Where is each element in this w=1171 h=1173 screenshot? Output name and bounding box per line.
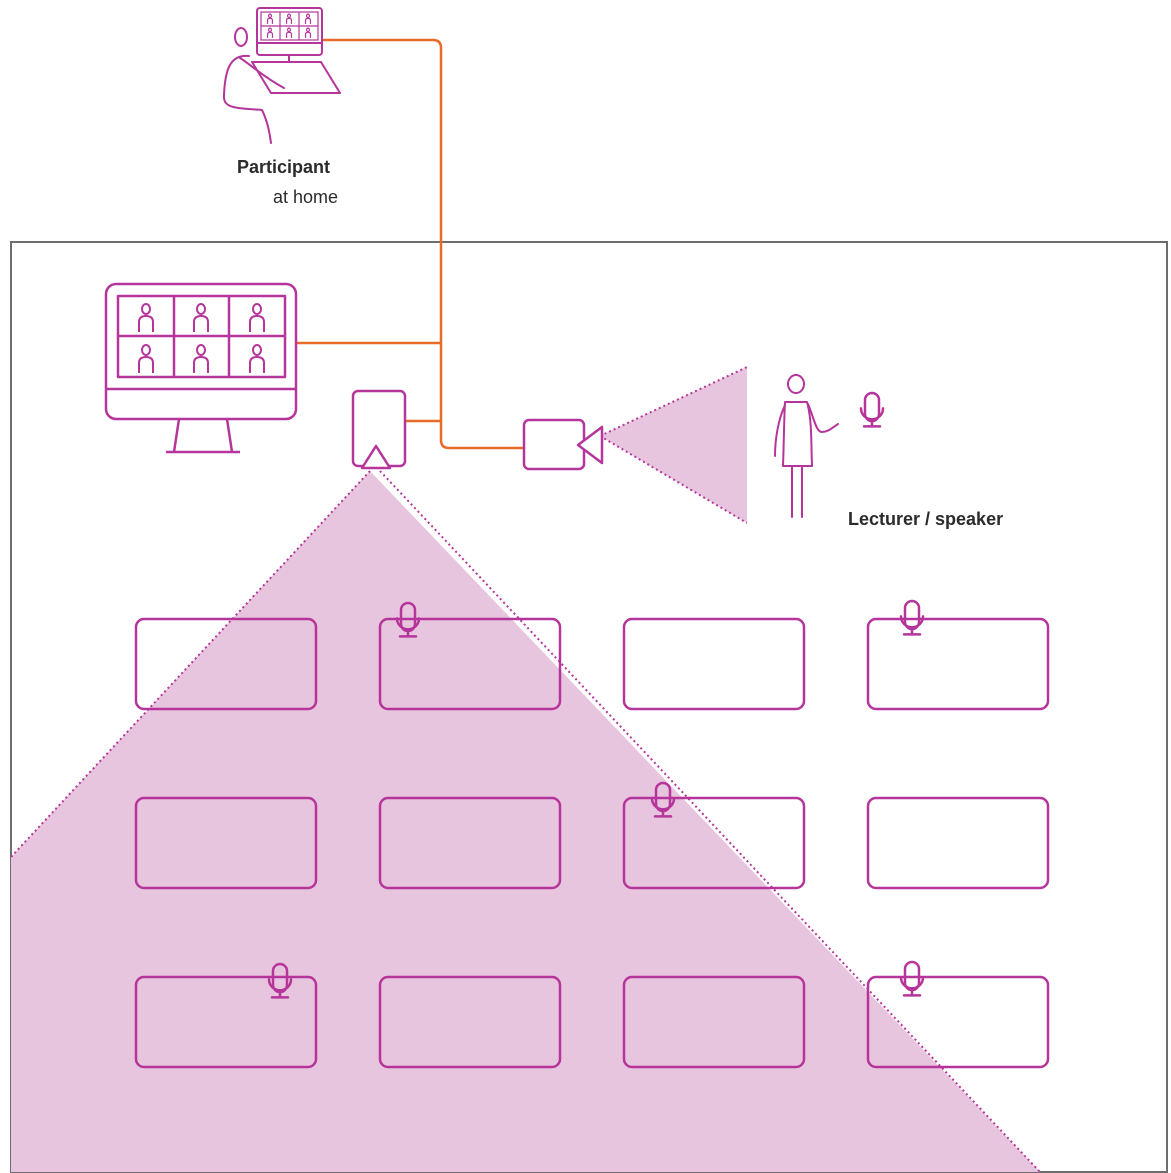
lecturer-head — [787, 374, 805, 394]
lecturer-label: Lecturer / speaker — [848, 509, 1004, 529]
participant-video-tile-icon — [138, 303, 154, 332]
room-camera-lens — [360, 444, 392, 470]
participant-title: Participant — [237, 157, 331, 177]
lecturer-arm-left — [774, 404, 786, 457]
microphone-icon — [899, 960, 925, 997]
participant-video-tile-icon — [249, 344, 265, 373]
microphone-icon — [899, 599, 925, 636]
speaker-camera-icon — [522, 418, 604, 471]
desk — [134, 796, 318, 890]
desk — [622, 617, 806, 711]
room-camera-icon — [351, 389, 407, 470]
microphone-icon — [267, 962, 293, 999]
desk — [866, 796, 1050, 890]
speaker-fov-edge-bottom — [599, 435, 748, 524]
speaker-camera-lens — [576, 425, 604, 465]
network-cables — [296, 38, 524, 450]
participant-monitor-grid — [260, 11, 319, 41]
mini-video-tile-icon — [285, 27, 293, 38]
display-screen — [104, 282, 298, 421]
lecturer-microphone-icon — [859, 391, 885, 428]
participant-video-tile-icon — [138, 344, 154, 373]
speaker-fov-edge-top — [599, 366, 748, 437]
participant-video-tile-icon — [193, 303, 209, 332]
microphones — [267, 391, 925, 999]
display-stand — [166, 418, 240, 454]
participant-subtitle: at home — [273, 187, 339, 207]
microphone-icon — [395, 601, 421, 638]
desk — [134, 975, 318, 1069]
desk — [378, 617, 562, 711]
participant-video-tile-icon — [193, 344, 209, 373]
mini-video-tile-icon — [304, 13, 312, 24]
mini-video-tile-icon — [266, 13, 274, 24]
room-camera-field-of-view — [11, 471, 1040, 1172]
desk — [378, 796, 562, 890]
cable-home-to-room — [322, 38, 524, 450]
lecturer-dress — [782, 401, 813, 467]
mini-video-tile-icon — [285, 13, 293, 24]
speaker-camera-body — [522, 418, 586, 471]
microphone-icon — [650, 781, 676, 818]
mini-video-tile-icon — [266, 27, 274, 38]
lecturer-arm-right — [807, 403, 839, 433]
lecturer-icon — [774, 374, 839, 518]
speaker-camera-field-of-view — [600, 367, 747, 523]
desk — [134, 617, 318, 711]
desk — [866, 617, 1050, 711]
participant-head — [234, 27, 248, 47]
classroom-display-icon — [104, 282, 298, 454]
participant-video-tile-icon — [249, 303, 265, 332]
mini-video-tile-icon — [304, 27, 312, 38]
desk — [866, 975, 1050, 1069]
participant-at-home-icon — [222, 7, 341, 144]
desk — [622, 975, 806, 1069]
participant-desk — [251, 61, 341, 94]
display-participant-grid — [138, 303, 265, 373]
desk — [622, 796, 806, 890]
desk — [378, 975, 562, 1069]
desk-rows — [134, 617, 1050, 1069]
fov-edge-right — [379, 470, 1041, 1173]
participant-body — [222, 54, 272, 144]
